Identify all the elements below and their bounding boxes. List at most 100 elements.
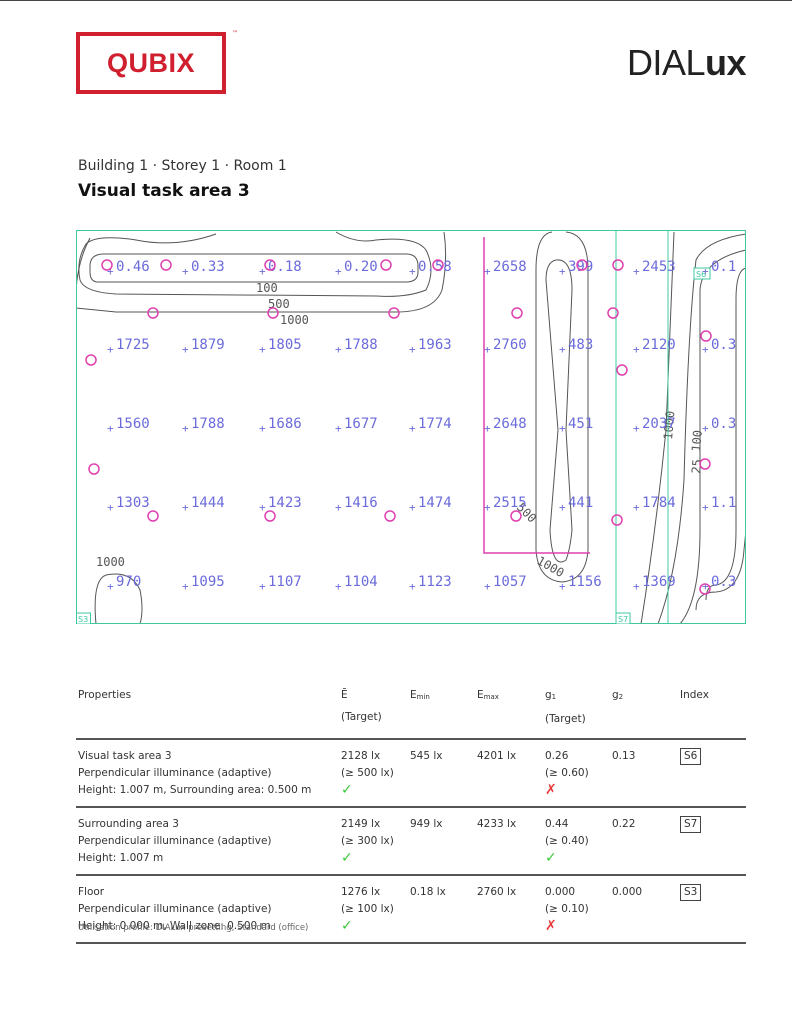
height-info: Height: 1.007 m, Surrounding area: 0.500… [78, 784, 312, 796]
g1-target: (≥ 0.60) [545, 767, 589, 779]
illuminance-values: +0.46+0.33+0.18+0.20+0.58+2658+399+2453+… [107, 259, 736, 593]
cross-icon: ✗ [545, 918, 557, 934]
illuminance-value: 0.3 [711, 574, 736, 590]
luminaire-marker [160, 259, 172, 271]
index-badge: S7 [680, 816, 702, 833]
cross-marker: + [107, 265, 114, 278]
luminaire-marker [88, 463, 100, 475]
illuminance-value: 441 [568, 495, 593, 511]
cross-marker: + [409, 265, 416, 278]
g2-cell: 0.22 [610, 807, 678, 876]
g2-cell: 0.13 [610, 739, 678, 808]
luminaire-marker [388, 307, 400, 319]
check-icon: ✓ [341, 850, 353, 866]
cross-marker: + [182, 343, 189, 356]
dialux-logo: DIALux [627, 42, 747, 84]
e-label: E [410, 689, 417, 701]
index-cell: S7 [678, 807, 746, 876]
cross-marker: + [335, 501, 342, 514]
area-name: Surrounding area 3 [78, 818, 179, 830]
cross-marker: + [559, 580, 566, 593]
check-icon: ✓ [341, 918, 353, 934]
illuminance-value: 1.1 [711, 495, 736, 511]
illuminance-value: 1107 [268, 574, 302, 590]
col-g2: g2 [610, 680, 678, 740]
illuminance-value: 0.18 [268, 259, 302, 275]
cross-marker: + [259, 580, 266, 593]
index-badge: S6 [680, 748, 702, 765]
illuminance-value: 1725 [116, 337, 150, 353]
g1-cell: 0.000(≥ 0.10)✗ [543, 875, 610, 944]
contour-label: 1000 [535, 553, 567, 580]
illuminance-value: 1104 [344, 574, 378, 590]
s3-marker [76, 612, 91, 624]
illuminance-value: 1369 [642, 574, 676, 590]
illuminance-value: 0.33 [191, 259, 225, 275]
illuminance-value: 2648 [493, 416, 527, 432]
floor-outline [76, 230, 746, 624]
e-avg-cell: 1276 lx(≥ 100 lx)✓ [339, 875, 408, 944]
height-info: Height: 0.000 m, Wall zone: 0.500 m [78, 920, 271, 932]
height-info: Height: 1.007 m [78, 852, 164, 864]
illuminance-value: 1560 [116, 416, 150, 432]
cross-marker: + [484, 265, 491, 278]
illuminance-value: 2658 [493, 259, 527, 275]
table-header: Properties Ē(Target) Emin Emax g1(Target… [76, 680, 746, 740]
e-avg-cell: 2128 lx(≥ 500 lx)✓ [339, 739, 408, 808]
isoline-plot: 100 500 1000 1000 500 1000 1000 25 100 S… [76, 230, 746, 624]
cross-marker: + [335, 422, 342, 435]
luminaire-marker [607, 307, 619, 319]
index-badge: S3 [680, 884, 702, 901]
cross-marker: + [559, 501, 566, 514]
col-g1: g1(Target) [543, 680, 610, 740]
cross-marker: + [633, 343, 640, 356]
page-title: Visual task area 3 [78, 181, 250, 201]
illuminance-value: 1879 [191, 337, 225, 353]
task-area-outline [483, 237, 590, 554]
cross-marker: + [182, 580, 189, 593]
luminaire-marker [611, 514, 623, 526]
g-label: g [612, 689, 619, 701]
illuminance-value: 2120 [642, 337, 676, 353]
illuminance-value: 1444 [191, 495, 225, 511]
sub-label: max [483, 693, 499, 701]
illuminance-value: 2453 [642, 259, 676, 275]
illuminance-value: 1774 [418, 416, 452, 432]
logo-text: QUBIX [106, 47, 195, 78]
illuminance-value: 1057 [493, 574, 527, 590]
illuminance-value: 2760 [493, 337, 527, 353]
e-avg-value: 2128 lx [341, 750, 381, 762]
cross-marker: + [107, 501, 114, 514]
luminaire-marker [147, 307, 159, 319]
illuminance-value: 2037 [642, 416, 676, 432]
cross-marker: + [484, 501, 491, 514]
e-min-cell: 949 lx [408, 807, 475, 876]
index-cell: S3 [678, 875, 746, 944]
cross-marker: + [633, 265, 640, 278]
luminaires [85, 259, 712, 595]
luminaire-marker [85, 354, 97, 366]
cross-marker: + [702, 343, 709, 356]
cross-marker: + [259, 265, 266, 278]
calc-type: Perpendicular illuminance (adaptive) [78, 767, 272, 779]
contour-label: 100 [256, 281, 278, 295]
cross-marker: + [259, 422, 266, 435]
breadcrumb: Building 1 · Storey 1 · Room 1 [78, 158, 287, 174]
trademark: ™ [232, 30, 238, 37]
illuminance-value: 0.3 [711, 337, 736, 353]
illuminance-value: 483 [568, 337, 593, 353]
sub-label: min [416, 693, 430, 701]
luminaire-marker [101, 259, 113, 271]
g1-target: (≥ 0.10) [545, 903, 589, 915]
g2-cell: 0.000 [610, 875, 678, 944]
index-cell: S6 [678, 739, 746, 808]
contour-lines [76, 231, 746, 624]
illuminance-value: 0.3 [711, 416, 736, 432]
illuminance-value: 1805 [268, 337, 302, 353]
illuminance-value: 1423 [268, 495, 302, 511]
cross-marker: + [107, 422, 114, 435]
contour-label: 100 [689, 429, 705, 452]
e-avg-value: 1276 lx [341, 886, 381, 898]
